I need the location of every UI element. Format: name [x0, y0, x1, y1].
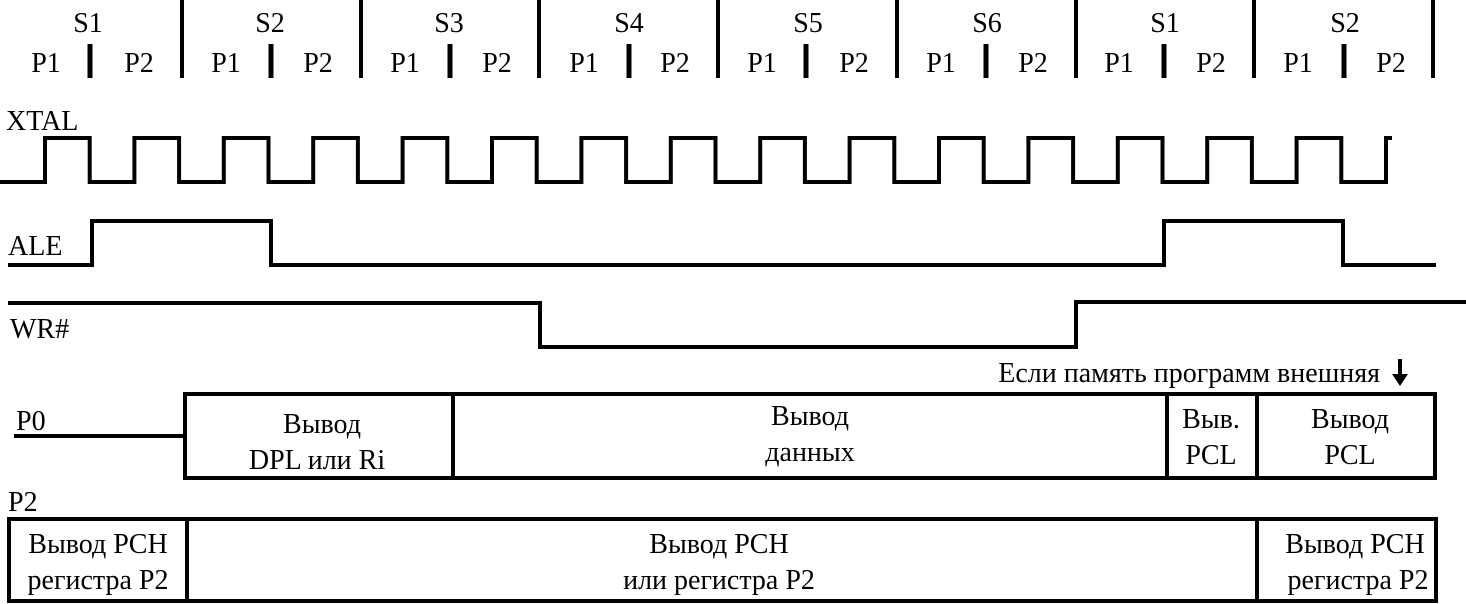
p2-bus: P2 Вывод PCH регистра P2 Вывод PCH или р…	[7, 487, 1438, 603]
phase-label: P2	[482, 48, 512, 79]
wr-waveform	[8, 300, 1466, 349]
phase-label: P1	[747, 48, 777, 79]
state-label: S6	[972, 8, 1002, 39]
p2-label: P2	[8, 487, 38, 518]
wr-label: WR#	[10, 314, 69, 345]
p2-cell-text: регистра P2	[28, 565, 169, 596]
phase-label: P1	[1104, 48, 1134, 79]
p2-cell-text: Вывод PCH	[1285, 529, 1424, 560]
phase-dividers	[87, 44, 1347, 78]
phase-label: P2	[303, 48, 333, 79]
p0-cell-text: Выв.	[1182, 404, 1240, 435]
p0-cell-text: PCL	[1185, 440, 1236, 471]
xtal-waveform	[0, 136, 1392, 184]
p0-cell-text: Вывод	[283, 409, 361, 440]
phase-label: P1	[31, 48, 61, 79]
state-label: S5	[793, 8, 823, 39]
p0-label: P0	[16, 406, 46, 437]
p0-cell-text: данных	[765, 437, 854, 468]
state-label: S1	[73, 8, 103, 39]
phase-label: P2	[1376, 48, 1406, 79]
phase-label: P1	[569, 48, 599, 79]
external-memory-note: Если память программ внешняя	[998, 358, 1408, 389]
state-label: S4	[614, 8, 644, 39]
phase-label: P1	[211, 48, 241, 79]
xtal-signal: XTAL	[0, 106, 1392, 184]
p0-cell-text: Вывод	[1311, 404, 1389, 435]
wr-signal: WR#	[8, 300, 1466, 349]
p0-bus-frame	[183, 392, 1437, 480]
state-header: S1 S2 S3 S4 S5 S6 S1 S2 P1 P2 P1 P2 P1 P…	[31, 0, 1435, 79]
phase-label: P1	[926, 48, 956, 79]
p0-cell-text: DPL или Ri	[249, 445, 385, 476]
ale-label: ALE	[8, 231, 62, 262]
p2-cell-text: Вывод PCH	[28, 529, 167, 560]
phase-label: P2	[1196, 48, 1226, 79]
phase-label: P1	[1283, 48, 1313, 79]
ale-signal: ALE	[8, 219, 1436, 267]
phase-label: P2	[124, 48, 154, 79]
phase-label: P2	[660, 48, 690, 79]
arrow-down-icon	[1392, 359, 1408, 386]
phase-label: P2	[839, 48, 869, 79]
xtal-label: XTAL	[6, 106, 78, 137]
state-dividers	[180, 0, 1435, 78]
note-text: Если память программ внешняя	[998, 358, 1380, 389]
p0-cell-text: PCL	[1324, 440, 1375, 471]
p2-bus-frame	[7, 517, 1438, 603]
p0-cell-text: Вывод	[771, 401, 849, 432]
state-label: S3	[434, 8, 464, 39]
ale-waveform	[8, 219, 1436, 267]
state-label: S2	[255, 8, 285, 39]
p2-cell-text: Вывод PCH	[649, 529, 788, 560]
phase-label: P1	[390, 48, 420, 79]
p0-bus: P0 Вывод DPL или Ri Вывод данных Выв. PC…	[14, 392, 1437, 480]
phase-label: P2	[1018, 48, 1048, 79]
state-label: S1	[1150, 8, 1180, 39]
state-label: S2	[1330, 8, 1360, 39]
p2-cell-text: или регистра P2	[623, 565, 815, 596]
p2-cell-text: регистра P2	[1288, 565, 1429, 596]
